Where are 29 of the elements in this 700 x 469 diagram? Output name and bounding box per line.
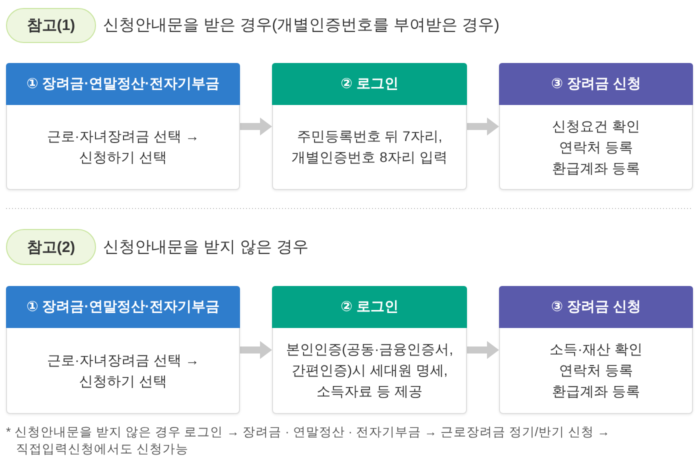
step-header: ② 로그인 — [272, 286, 467, 328]
section-heading: 신청안내문을 받지 않은 경우 — [103, 238, 308, 258]
step-description: 근로·자녀장려금 선택 → 신청하기 선택 — [46, 127, 200, 167]
step-header: ② 로그인 — [272, 63, 467, 105]
tag-pill — [6, 229, 96, 265]
step-description: 주민등록번호 뒤 7자리, 개별인증번호 8자리 입력 — [290, 127, 448, 167]
step-description: 소득·재산 확인 연락처 등록 환급계좌 등록 — [548, 340, 644, 401]
step-description: 근로·자녀장려금 선택 → 신청하기 선택 — [46, 350, 200, 390]
step-card — [272, 63, 467, 190]
arrow — [467, 341, 499, 359]
step-description: 신청요건 확인 연락처 등록 환급계좌 등록 — [551, 116, 641, 178]
arrow — [467, 118, 499, 136]
step-card — [272, 286, 467, 414]
step-header: ③ 장려금 신청 — [499, 286, 693, 328]
arrow — [240, 118, 272, 136]
tag-pill — [6, 8, 96, 43]
step-header: ③ 장려금 신청 — [499, 63, 693, 105]
step-card — [6, 63, 240, 190]
step-card — [499, 63, 693, 190]
step-description: 본인인증(공동·금융인증서, 간편인증)시 세대원 명세, 소득자료 등 제공 — [284, 340, 454, 401]
section-heading: 신청안내문을 받은 경우(개별인증번호를 부여받은 경우) — [103, 16, 500, 36]
step-header: ① 장려금·연말정산·전자기부금 — [6, 63, 240, 105]
tag-label: 참고(1) — [26, 16, 76, 35]
arrow — [240, 341, 272, 359]
step-header: ① 장려금·연말정산·전자기부금 — [6, 286, 240, 328]
tag-label: 참고(2) — [26, 238, 76, 256]
step-card — [499, 286, 693, 414]
step-card — [6, 286, 240, 414]
footnote: * 신청안내문을 받지 않은 경우 로그인 → 장려금 · 연말정산 · 전자기부금 → 근로장려금 정기/반기 신청 → 직접입력신청에서도 신청가능 — [6, 424, 611, 458]
